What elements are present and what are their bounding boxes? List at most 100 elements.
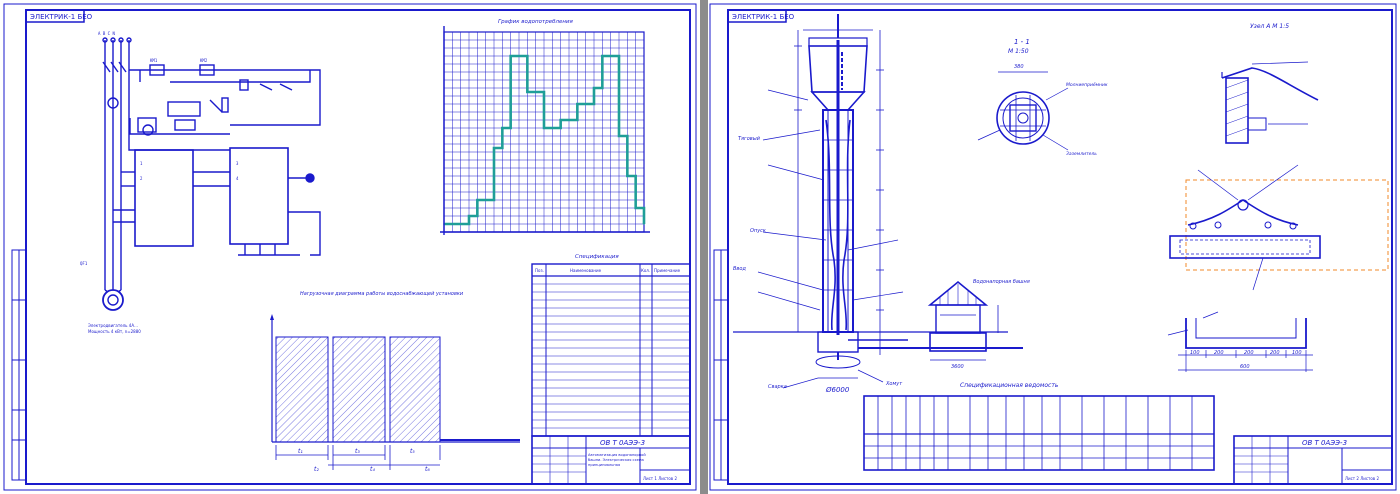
title-block-line-3: принципиальная: [588, 463, 620, 467]
title-block-sheet-right: Лист 2 Листов 2: [1345, 476, 1379, 481]
electrical-schematic-svg: ЭЛЕКТРИК-1 БЕО: [3, 3, 697, 491]
label-2: Опуск: [750, 228, 766, 234]
timing-title: Нагрузочная диаграмма работы водоснабжаю…: [300, 291, 464, 297]
title-block-sheet-left: Лист 1 Листов 2: [643, 476, 677, 481]
dim-b2: 200: [1214, 350, 1224, 356]
node-title: Узел А М 1:5: [1250, 23, 1289, 30]
title-block-right: [1233, 435, 1393, 485]
margin-strips: [11, 249, 27, 481]
data-point-15: [568, 119, 570, 121]
title-block-code-left: ОВ Т 0АЭЭ-3: [600, 439, 645, 447]
title-block-line-1: Автоматизация водонапорной: [588, 453, 646, 457]
svg-text:QF1: QF1: [80, 261, 88, 266]
window-divider: [700, 0, 708, 494]
data-point-4: [476, 199, 479, 201]
data-point-11: [534, 91, 537, 93]
schematic-tags: A B C N KM1 KM2 1 2 3 4 QF1: [80, 31, 239, 266]
label-3: Ввод: [733, 266, 746, 272]
dim-pump-house: 3600: [951, 364, 964, 370]
section-title: 1 - 1: [1014, 38, 1030, 46]
data-point-18: [593, 87, 595, 89]
data-point-13: [551, 127, 554, 129]
motor-note-1: Электродвигатель 4А...: [88, 323, 138, 328]
data-point-5: [484, 199, 487, 201]
bottom-dims: 100 200 200 200 100 600: [1190, 350, 1302, 370]
svg-text:3: 3: [236, 161, 239, 166]
data-point-1: [451, 223, 454, 225]
dim-tank: 380: [1014, 64, 1024, 70]
svg-text:A B C N: A B C N: [98, 31, 115, 36]
timing-label-2: t₂: [314, 466, 319, 473]
dim-b5: 100: [1292, 350, 1302, 356]
label-pump-house: Водонапорная башня: [973, 279, 1030, 285]
corner-stamp-box: [25, 9, 85, 23]
data-point-21: [618, 135, 620, 137]
spec-title: Спецификация: [575, 254, 619, 260]
timing-block-1: [275, 336, 329, 443]
tower-labels: Тяговый Опуск Ввод Сварка Хомут: [733, 136, 903, 390]
data-point-20: [609, 55, 612, 57]
node-a-detail: [1221, 61, 1319, 144]
timing-block-2: [332, 336, 386, 443]
data-point-6: [493, 147, 495, 149]
outer-frame-right: [709, 3, 1397, 491]
data-point-9: [518, 55, 520, 57]
timing-diagram: t₁ t₂ t₃ t₄ t₅ t₆: [270, 314, 520, 473]
dim-b4: 200: [1270, 350, 1280, 356]
dim-b1: 100: [1190, 350, 1200, 356]
title-block-code-right: ОВ Т 0АЭЭ-3: [1302, 439, 1347, 447]
data-point-2: [459, 223, 462, 225]
data-point-7: [501, 127, 504, 129]
spec-statement-columns: [877, 396, 1193, 470]
timing-label-3: t₃: [355, 448, 360, 455]
spec-statement-table: [863, 395, 1215, 471]
consumption-series-line: [444, 54, 646, 226]
water-tower: [733, 14, 1023, 389]
circuit-schematic: [102, 37, 321, 311]
svg-text:KM2: KM2: [200, 58, 208, 63]
timing-label-6: t₆: [425, 466, 430, 473]
section-view: [977, 71, 1069, 151]
timing-label-4: t₄: [370, 466, 375, 473]
data-point-12: [543, 127, 545, 129]
data-point-3: [468, 215, 470, 217]
chart-title: График водопотребления: [498, 19, 574, 25]
data-point-14: [559, 119, 562, 121]
highlight-box: [1185, 179, 1389, 271]
water-tower-drawing-svg: ЭЛЕКТРИК-1 БЕО: [709, 3, 1397, 491]
corner-stamp-text: ЭЛЕКТРИК-1 БЕО: [30, 13, 93, 21]
margin-strips-right: [713, 249, 729, 481]
foundation-detail-top: [1169, 164, 1321, 291]
title-block-left: [531, 435, 691, 485]
spec-headers: Поз. Наименование Кол. Примечание: [535, 268, 681, 273]
dim-b3: 200: [1244, 350, 1254, 356]
section-scale: М 1:50: [1008, 48, 1029, 55]
pump-house: [927, 280, 999, 361]
dim-base: Ø6000: [825, 386, 850, 394]
spec-statement-title: Спецификационная ведомость: [960, 382, 1059, 389]
data-point-17: [584, 103, 587, 105]
spec-table-left: [531, 263, 691, 437]
corner-stamp-text-right: ЭЛЕКТРИК-1 БЕО: [732, 13, 795, 21]
data-point-23: [634, 207, 637, 209]
spec-h-qty: Кол.: [641, 268, 650, 273]
inner-frame: [25, 9, 691, 485]
foundation-detail-bottom: [1167, 311, 1313, 372]
data-point-19: [601, 55, 604, 57]
corner-stamp-box-right: [727, 9, 787, 23]
svg-text:KM1: KM1: [150, 58, 158, 63]
timing-label-5: t₅: [410, 448, 415, 455]
timing-label-1: t₁: [298, 448, 303, 455]
svg-text:2: 2: [140, 176, 143, 181]
label-4: Заземлитель: [1066, 151, 1097, 157]
data-point-24: [643, 223, 645, 225]
spec-h-pos: Поз.: [535, 268, 544, 273]
title-block-line-2: башни. Электрическая схема: [588, 458, 644, 462]
spec-h-name: Наименование: [570, 268, 602, 273]
water-consumption-chart: [440, 26, 650, 235]
data-point-22: [626, 175, 629, 177]
dim-width: 600: [1240, 364, 1250, 370]
svg-text:4: 4: [236, 176, 239, 181]
svg-text:1: 1: [140, 161, 143, 166]
data-point-10: [526, 91, 529, 93]
